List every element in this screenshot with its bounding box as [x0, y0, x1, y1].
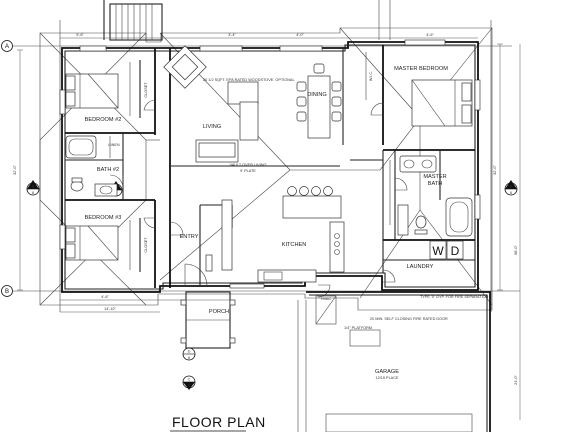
- note-plate: 9' PLATE: [240, 169, 256, 173]
- svg-text:6: 6: [188, 356, 190, 360]
- dim-bottom-left: 14'-10": [104, 307, 116, 311]
- dryer-label: D: [451, 244, 460, 258]
- room-label-dining: DINING: [307, 92, 327, 98]
- windows: [59, 39, 481, 289]
- note-garage-sub: 12/15 PLACE: [375, 376, 398, 380]
- room-label-bedroom-2: BEDROOM #2: [85, 117, 122, 123]
- svg-text:A: A: [510, 185, 513, 189]
- living-room-furniture: [163, 45, 259, 163]
- master-bath-fixtures: [397, 155, 473, 237]
- room-label-laundry: LAUNDRY: [407, 264, 434, 270]
- note-firewall: TYPE 'X' GYP. FOR FIRE SEPARATION: [420, 295, 489, 299]
- svg-text:A: A: [32, 185, 35, 189]
- grid-lines: [13, 0, 520, 432]
- room-label-kitchen: KITCHEN: [282, 242, 307, 248]
- svg-text:B: B: [5, 289, 9, 295]
- room-label-linen: LINEN: [108, 143, 119, 147]
- kitchen-fixtures: [221, 186, 345, 283]
- bed-master: [411, 79, 473, 127]
- room-label-wic: W.I.C.: [369, 71, 373, 81]
- dim-top-a: 9'-6": [76, 33, 84, 37]
- deck-stairs: [103, 0, 163, 41]
- dim-top-d: 4'-6": [426, 33, 434, 37]
- porch-and-entry: [180, 254, 236, 349]
- page-title: FLOOR PLAN: [172, 414, 266, 430]
- room-label-closet-3: CLOSET: [144, 237, 148, 253]
- room-label-porch: PORCH: [209, 309, 229, 315]
- svg-text:6: 6: [32, 191, 34, 195]
- room-label-entry: ENTRY: [180, 234, 199, 240]
- bed-bedroom-3: [65, 225, 119, 261]
- svg-text:A: A: [5, 44, 9, 50]
- section-marker-d: D 6: [182, 347, 196, 361]
- washer-label: W: [432, 244, 444, 258]
- svg-text:6: 6: [510, 191, 512, 195]
- section-marker-c: C 6: [182, 375, 196, 390]
- svg-text:D: D: [188, 350, 191, 354]
- dim-overall-right: 32'-0": [493, 165, 497, 175]
- dim-top-b: 3'-4": [228, 33, 236, 37]
- bed-bedroom-2: [65, 73, 119, 109]
- room-label-master-bath-2: BATH: [428, 181, 443, 187]
- room-label-bath-2: BATH #2: [97, 167, 119, 173]
- dim-garage-side: 24'-0": [514, 375, 518, 385]
- doors: [109, 99, 408, 298]
- dim-right-side: 58'-0": [514, 245, 518, 255]
- dining-table: [296, 63, 342, 139]
- room-label-bedroom-3: BEDROOM #3: [85, 215, 122, 221]
- dim-overall-left: 32'-0": [13, 165, 17, 175]
- room-label-closet-2: CLOSET: [144, 82, 148, 98]
- section-marker-left: A 6: [26, 180, 40, 196]
- bath-2-fixtures: [65, 135, 118, 197]
- grid-marker-a: A: [1, 40, 13, 52]
- section-marker-right: A 6: [504, 180, 518, 196]
- dimension-lines: [17, 37, 521, 420]
- grid-marker-b: B: [1, 285, 13, 297]
- exterior-walls: [61, 41, 479, 293]
- note-vault: VAULT OVER LIVING: [230, 163, 267, 167]
- room-label-master-bedroom: MASTER BEDROOM: [394, 66, 448, 72]
- garage: [306, 291, 491, 432]
- dim-top-c: 4'-0": [296, 33, 304, 37]
- closet-shelving: [109, 52, 391, 270]
- note-fire-door: 20 MIN. SELF CLOSING FIRE RATED DOOR: [370, 317, 448, 321]
- room-label-living: LIVING: [203, 124, 221, 130]
- svg-text:6: 6: [188, 384, 190, 388]
- laundry-appliances: W D: [429, 240, 464, 260]
- note-platform: 1/4" PLATFORM: [344, 326, 372, 330]
- room-label-garage: GARAGE: [375, 369, 399, 375]
- svg-text:C: C: [188, 378, 191, 382]
- note-woodstove: 20 1/2 SQFT. EPA RATED WOODSTOVE. OPTION…: [203, 78, 295, 82]
- room-label-master-bath-1: MASTER: [423, 174, 446, 180]
- dim-bottom-mid: 4'-8": [101, 295, 109, 299]
- note-hvac: HVAC: [321, 297, 332, 301]
